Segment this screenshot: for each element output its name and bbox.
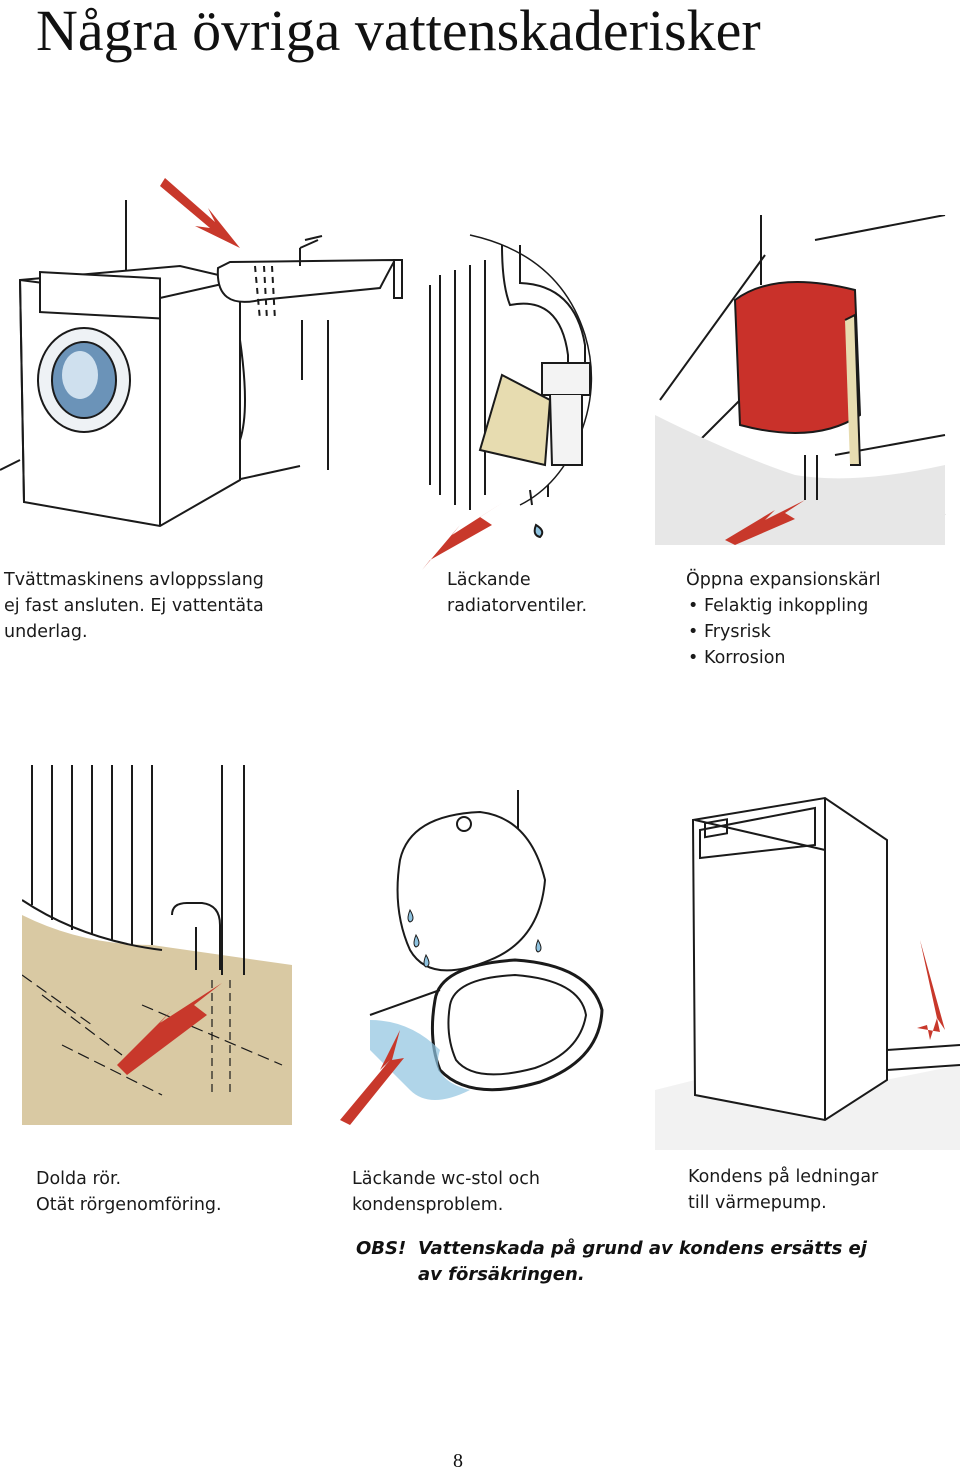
page-title: Några övriga vattenskaderisker — [36, 0, 761, 63]
bullet-list: Felaktig inkoppling Frysrisk Korrosion — [686, 593, 881, 671]
hidden-pipes-illustration — [22, 765, 292, 1125]
caption-line: ej fast ansluten. Ej vattentäta — [4, 596, 264, 616]
caption-heading: Öppna expansionskärl — [686, 570, 881, 590]
washer-caption: Tvättmaskinens avloppsslang ej fast ansl… — [4, 567, 264, 645]
pipes-caption: Dolda rör. Otät rörgenomföring. — [36, 1166, 222, 1218]
caption-line: Tvättmaskinens avloppsslang — [4, 570, 264, 590]
caption-line: Kondens på ledningar — [688, 1167, 879, 1187]
caption-line: Läckande — [447, 570, 531, 590]
caption-line: radiatorventiler. — [447, 596, 588, 616]
radiator-valve-illustration — [422, 234, 593, 570]
heatpump-caption: Kondens på ledningar till värmepump. — [688, 1164, 878, 1216]
caption-line: till värmepump. — [688, 1193, 827, 1213]
caption-line: underlag. — [4, 622, 88, 642]
expansion-tank-illustration — [655, 215, 946, 545]
radiator-caption: Läckande radiatorventiler. — [447, 567, 587, 619]
red-arrow-icon — [160, 178, 240, 248]
bullet-item: Korrosion — [686, 645, 881, 671]
heat-pump-illustration — [655, 796, 960, 1150]
tank-caption: Öppna expansionskärl Felaktig inkoppling… — [686, 567, 881, 671]
bullet-item: Frysrisk — [686, 619, 881, 645]
obs-label: OBS! — [356, 1238, 407, 1259]
page-number: 8 — [453, 1450, 463, 1472]
caption-line: Dolda rör. — [36, 1169, 122, 1189]
caption-line: kondensproblem. — [352, 1195, 504, 1215]
caption-line: Läckande wc-stol och — [352, 1169, 540, 1189]
caption-line: Otät rörgenomföring. — [36, 1195, 222, 1215]
toilet-caption: Läckande wc-stol och kondensproblem. — [352, 1166, 540, 1218]
obs-text: Vattenskada på grund av kondens ersätts … — [418, 1238, 867, 1285]
toilet-illustration — [340, 790, 604, 1125]
bullet-item: Felaktig inkoppling — [686, 593, 881, 619]
red-arrow-icon — [117, 983, 222, 1075]
red-arrow-icon — [422, 503, 502, 570]
washing-machine-illustration — [0, 178, 403, 528]
red-arrow-icon — [725, 500, 805, 545]
red-arrow-icon — [340, 1030, 404, 1125]
red-arrow-icon — [917, 940, 945, 1040]
